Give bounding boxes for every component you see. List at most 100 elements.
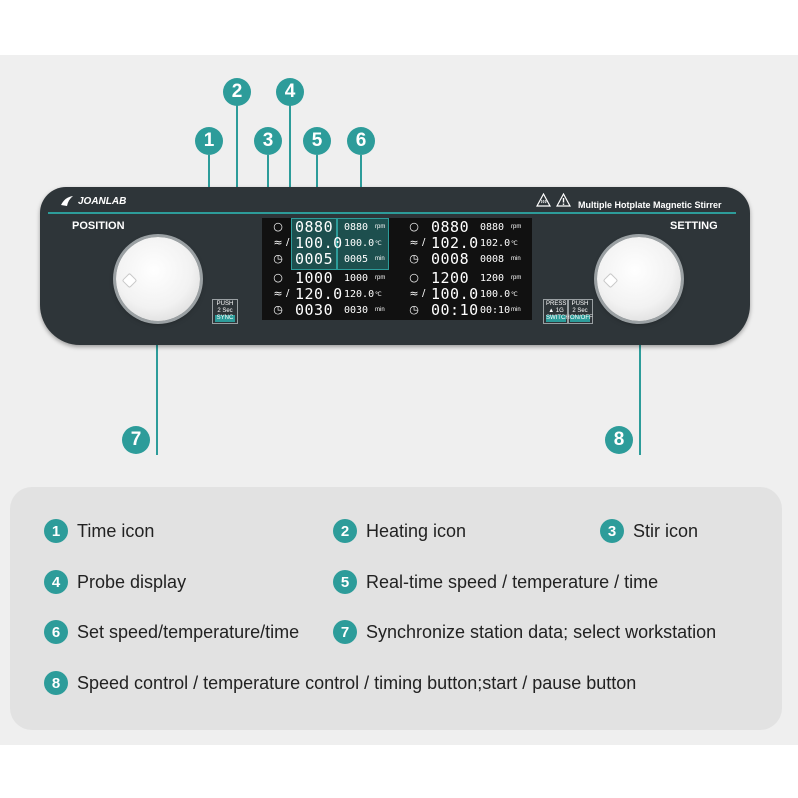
legend-number: 2 (333, 519, 357, 543)
temp-unit: ℃ (511, 241, 518, 247)
temp-realtime: 100.0 (295, 234, 343, 252)
time-unit: min (511, 307, 521, 313)
time-icon: ◷ (409, 303, 419, 316)
setting-knob[interactable] (597, 237, 681, 321)
time-row: ◷ 0005 0005 min (264, 252, 394, 267)
probe-icon: / (422, 237, 426, 248)
temp-row: ≈ / 100.0 100.0 ℃ (264, 234, 394, 252)
legend-number: 3 (600, 519, 624, 543)
speed-realtime: 0880 (295, 218, 334, 236)
speed-set: 1200 (480, 273, 505, 284)
stir-icon: ○ (409, 220, 419, 233)
probe-icon: / (422, 288, 426, 299)
time-set: 0005 (344, 254, 369, 265)
leader-line-8 (639, 285, 641, 455)
station-4[interactable]: ○ 1200 1200 rpm ≈ / 100.0 100.0 ℃ ◷ 00:1… (400, 271, 530, 319)
sync-push-button[interactable]: PUSH 2 Sec SYNC (212, 299, 238, 324)
speed-unit: rpm (511, 275, 522, 281)
legend-number: 6 (44, 620, 68, 644)
speed-realtime: 1200 (431, 269, 470, 287)
speed-set: 0880 (480, 222, 505, 233)
leader-line-2 (236, 105, 238, 243)
time-row: ◷ 0008 0008 min (400, 250, 530, 268)
stir-icon: ○ (273, 220, 283, 233)
legend-item-8: 8 Speed control / temperature control / … (44, 671, 636, 695)
knob-indicator (602, 272, 619, 289)
speed-set: 1000 (344, 273, 369, 284)
callout-2: 2 (223, 78, 251, 106)
tag-line: PRESS (546, 301, 567, 307)
speed-set: 0880 (344, 222, 369, 233)
position-label: POSITION (72, 220, 125, 232)
brand-logo: JOANLAB (60, 194, 126, 208)
legend-number: 4 (44, 570, 68, 594)
time-row: ◷ 00:10 00:10 min (400, 301, 530, 319)
tag-line: ▲ 1G (548, 308, 564, 314)
legend-item-7: 7 Synchronize station data; select works… (333, 620, 716, 644)
time-set: 00:10 (480, 305, 511, 316)
speed-realtime: 1000 (295, 269, 334, 287)
time-unit: min (375, 256, 385, 262)
station-3[interactable]: ○ 1000 1000 rpm ≈ / 120.0 120.0 ℃ ◷ 0030… (264, 271, 394, 319)
temp-row: ≈ / 120.0 120.0 ℃ (264, 285, 394, 303)
tag-line: 2 Sec (217, 308, 233, 314)
callout-5: 5 (303, 127, 331, 155)
legend-text: Real-time speed / temperature / time (366, 571, 659, 592)
legend-number: 5 (333, 570, 357, 594)
temp-set: 100.0 (344, 238, 375, 249)
callout-7: 7 (122, 426, 150, 454)
stir-icon: ○ (409, 271, 419, 284)
probe-icon: / (286, 237, 290, 248)
tag-line: 2 Sec (572, 308, 588, 314)
temp-row: ≈ / 100.0 100.0 ℃ (400, 285, 530, 303)
time-realtime: 0008 (431, 250, 470, 268)
speed-row: ○ 1200 1200 rpm (400, 269, 530, 287)
caution-warning-icon (556, 193, 571, 207)
time-row: ◷ 0030 0030 min (264, 303, 394, 318)
legend-box (10, 487, 782, 730)
temp-realtime: 120.0 (295, 285, 343, 303)
temp-realtime: 100.0 (431, 285, 479, 303)
time-unit: min (375, 307, 385, 313)
speed-unit: rpm (511, 224, 522, 230)
callout-8: 8 (605, 426, 633, 454)
speed-row: ○ 0880 0880 rpm (264, 218, 394, 236)
temp-unit: ℃ (511, 292, 518, 298)
callout-1: 1 (195, 127, 223, 155)
legend-text: Synchronize station data; select worksta… (366, 621, 717, 642)
time-icon: ◷ (273, 303, 283, 316)
set-value-highlight (337, 218, 389, 270)
heating-icon: ≈ (409, 287, 419, 300)
temp-realtime: 102.0 (431, 234, 479, 252)
product-name: Multiple Hotplate Magnetic Stirrer (578, 200, 722, 210)
station-1[interactable]: ○ 0880 0880 rpm ≈ / 100.0 100.0 ℃ ◷ 0005… (264, 220, 394, 268)
legend-text: Heating icon (366, 520, 467, 541)
onoff-push-button[interactable]: PUSH 2 Sec ON/OFF (567, 299, 593, 324)
position-knob[interactable] (116, 237, 200, 321)
accent-stripe (48, 212, 736, 214)
legend-text: Speed control / temperature control / ti… (77, 672, 637, 693)
brand-name: JOANLAB (78, 195, 127, 207)
temp-set: 102.0 (480, 238, 511, 249)
time-set: 0008 (480, 254, 505, 265)
probe-icon: / (286, 288, 290, 299)
time-realtime: 00:10 (431, 301, 479, 319)
brand-bird-icon (61, 196, 73, 206)
tag-line: ON/OFF (570, 315, 593, 322)
callout-6: 6 (347, 127, 375, 155)
tag-line: PUSH (571, 301, 589, 307)
legend-item-5: 5 Real-time speed / temperature / time (333, 570, 658, 594)
switch-press-button[interactable]: PRESS ▲ 1G SWITCH (543, 299, 570, 324)
legend-item-4: 4 Probe display (44, 570, 186, 594)
speed-realtime: 0880 (431, 218, 470, 236)
legend-item-2: 2 Heating icon (333, 519, 466, 543)
station-2[interactable]: ○ 0880 0880 rpm ≈ / 102.0 102.0 ℃ ◷ 0008… (400, 220, 530, 268)
legend-number: 1 (44, 519, 68, 543)
legend-item-3: 3 Stir icon (600, 519, 698, 543)
legend-text: Set speed/temperature/time (77, 621, 300, 642)
heating-icon: ≈ (409, 236, 419, 249)
temp-unit: ℃ (375, 292, 382, 298)
legend-item-6: 6 Set speed/temperature/time (44, 620, 299, 644)
legend-text: Stir icon (633, 520, 699, 541)
time-unit: min (511, 256, 521, 262)
